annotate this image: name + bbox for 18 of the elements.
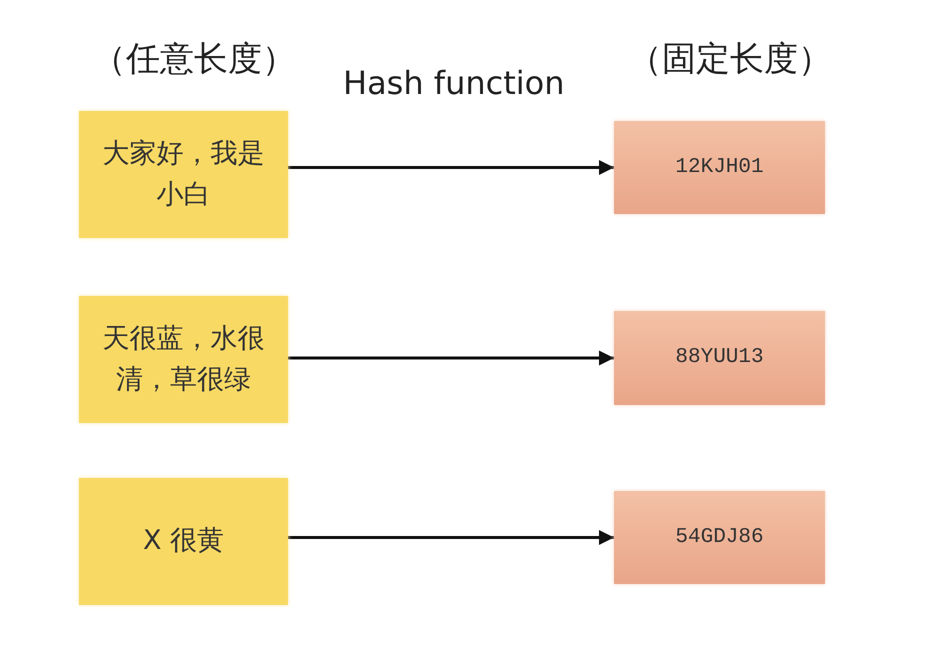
input-text: 天很蓝，水很清，草很绿 [102, 322, 266, 396]
input-text-box [79, 296, 288, 423]
length-heading: （任意长度） [92, 38, 296, 81]
hash-value: 54GDJ86 [675, 524, 764, 551]
input-text-box [79, 111, 288, 238]
hash-value: 12KJH01 [675, 154, 764, 181]
arrow [288, 350, 614, 366]
input-text: X 很黄 [142, 524, 224, 558]
input-text: 大家好，我是小白 [102, 137, 266, 212]
hash-value-box [614, 491, 825, 584]
hash-value-box [614, 121, 825, 214]
input-text-box [79, 478, 288, 605]
arrow [288, 530, 614, 545]
arrow [288, 160, 614, 175]
length-heading: （固定长度） [628, 38, 832, 81]
hash-function-label: Hash function [343, 64, 565, 102]
hash-value-box [614, 311, 825, 405]
hash-value: 88YUU13 [675, 345, 764, 372]
